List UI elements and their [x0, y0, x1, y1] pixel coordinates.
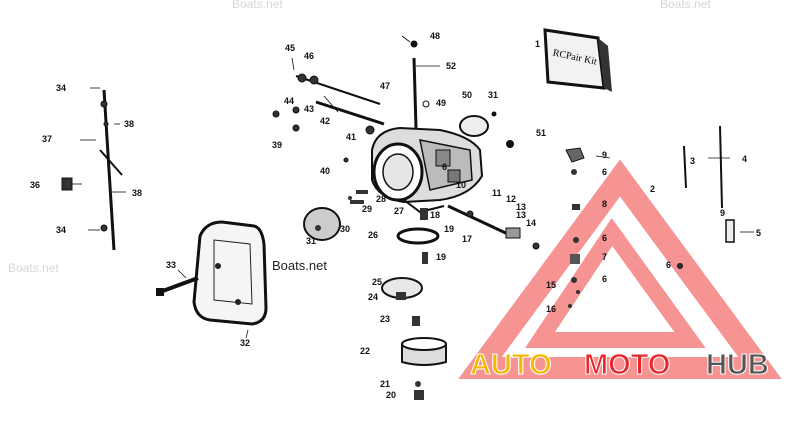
- label-32: 32: [240, 338, 250, 348]
- label-38b: 38: [132, 188, 142, 198]
- label-41: 41: [346, 132, 356, 142]
- label-30: 30: [340, 224, 350, 234]
- screw-33: [156, 276, 199, 296]
- needle-set: [677, 125, 735, 269]
- label-43: 43: [304, 104, 314, 114]
- right-parts-column: [565, 147, 585, 308]
- float-bowl: [381, 277, 447, 400]
- logo-triangle-icon: [458, 159, 782, 379]
- callout-labels: 1 2 3 4 5 6 6 6 6 6 7 8 9 9 10 11 12 13 …: [30, 31, 761, 400]
- label-13a: 13: [516, 202, 526, 212]
- label-34b: 34: [56, 225, 66, 235]
- needle-18: [420, 208, 428, 220]
- leader-lines: [72, 35, 754, 339]
- label-48: 48: [430, 31, 440, 41]
- label-13b: 13: [516, 210, 526, 220]
- label-6c: 6: [602, 274, 607, 284]
- part-29: [350, 200, 364, 204]
- label-11: 11: [492, 188, 502, 198]
- air-plate-32: [192, 220, 268, 326]
- label-16: 16: [546, 304, 556, 314]
- label-6e: 6: [442, 162, 447, 172]
- label-12: 12: [506, 194, 516, 204]
- label-45: 45: [285, 43, 295, 53]
- label-21: 21: [380, 379, 390, 389]
- label-50: 50: [462, 90, 472, 100]
- label-31a: 31: [306, 236, 316, 246]
- label-1: 1: [535, 39, 540, 49]
- label-51: 51: [536, 128, 546, 138]
- linkage-arm: [272, 73, 385, 163]
- label-52: 52: [446, 61, 456, 71]
- label-9b: 9: [720, 208, 725, 218]
- logo-text-moto: MOTO: [584, 349, 670, 381]
- cap-50: [459, 111, 497, 137]
- label-3: 3: [690, 156, 695, 166]
- label-4: 4: [742, 154, 747, 164]
- label-34a: 34: [56, 83, 66, 93]
- automotohub-logo: AUTO MOTO HUB: [470, 349, 770, 382]
- label-39: 39: [272, 140, 282, 150]
- label-15: 15: [546, 280, 556, 290]
- plug-51: [506, 140, 514, 148]
- float-arm-17: [447, 204, 540, 250]
- label-23: 23: [380, 314, 390, 324]
- repair-kit-box: RCPair Kit: [543, 28, 612, 92]
- watermark-left: Boats.net: [8, 261, 59, 275]
- label-9a: 9: [602, 150, 607, 160]
- label-6d: 6: [666, 260, 671, 270]
- part-28: [356, 190, 368, 194]
- plate-30: [303, 196, 352, 241]
- pin-19: [422, 252, 428, 264]
- logo-text-auto: AUTO: [470, 349, 552, 381]
- label-24: 24: [368, 292, 378, 302]
- label-14: 14: [526, 218, 536, 228]
- watermark-center: Boats.net: [272, 258, 327, 273]
- label-10: 10: [456, 180, 466, 190]
- throttle-shaft-assembly: [61, 89, 123, 251]
- label-6b: 6: [602, 233, 607, 243]
- label-27: 27: [394, 206, 404, 216]
- watermark-top-right: Boats.net: [660, 0, 711, 11]
- label-29: 29: [362, 204, 372, 214]
- label-47: 47: [380, 81, 390, 91]
- label-33: 33: [166, 260, 176, 270]
- label-17: 17: [462, 234, 472, 244]
- label-31b: 31: [488, 90, 498, 100]
- label-36: 36: [30, 180, 40, 190]
- carburetor-body: [371, 126, 484, 214]
- label-7: 7: [602, 252, 607, 262]
- label-5: 5: [756, 228, 761, 238]
- label-22: 22: [360, 346, 370, 356]
- label-38a: 38: [124, 119, 134, 129]
- washer-49: [422, 100, 430, 108]
- label-44: 44: [284, 96, 294, 106]
- label-37: 37: [42, 134, 52, 144]
- label-2: 2: [650, 184, 655, 194]
- label-20: 20: [386, 390, 396, 400]
- label-19a: 19: [444, 224, 454, 234]
- logo-text-hub: HUB: [706, 349, 769, 381]
- watermark-top: Boats.net: [232, 0, 283, 11]
- label-25: 25: [372, 277, 382, 287]
- label-42: 42: [320, 116, 330, 126]
- label-6a: 6: [602, 167, 607, 177]
- label-18: 18: [430, 210, 440, 220]
- label-49: 49: [436, 98, 446, 108]
- label-40: 40: [320, 166, 330, 176]
- gasket-26: [396, 227, 440, 245]
- screw-52: [410, 40, 418, 129]
- label-26: 26: [368, 230, 378, 240]
- label-46: 46: [304, 51, 314, 61]
- label-8: 8: [602, 199, 607, 209]
- label-19b: 19: [436, 252, 446, 262]
- label-28: 28: [376, 194, 386, 204]
